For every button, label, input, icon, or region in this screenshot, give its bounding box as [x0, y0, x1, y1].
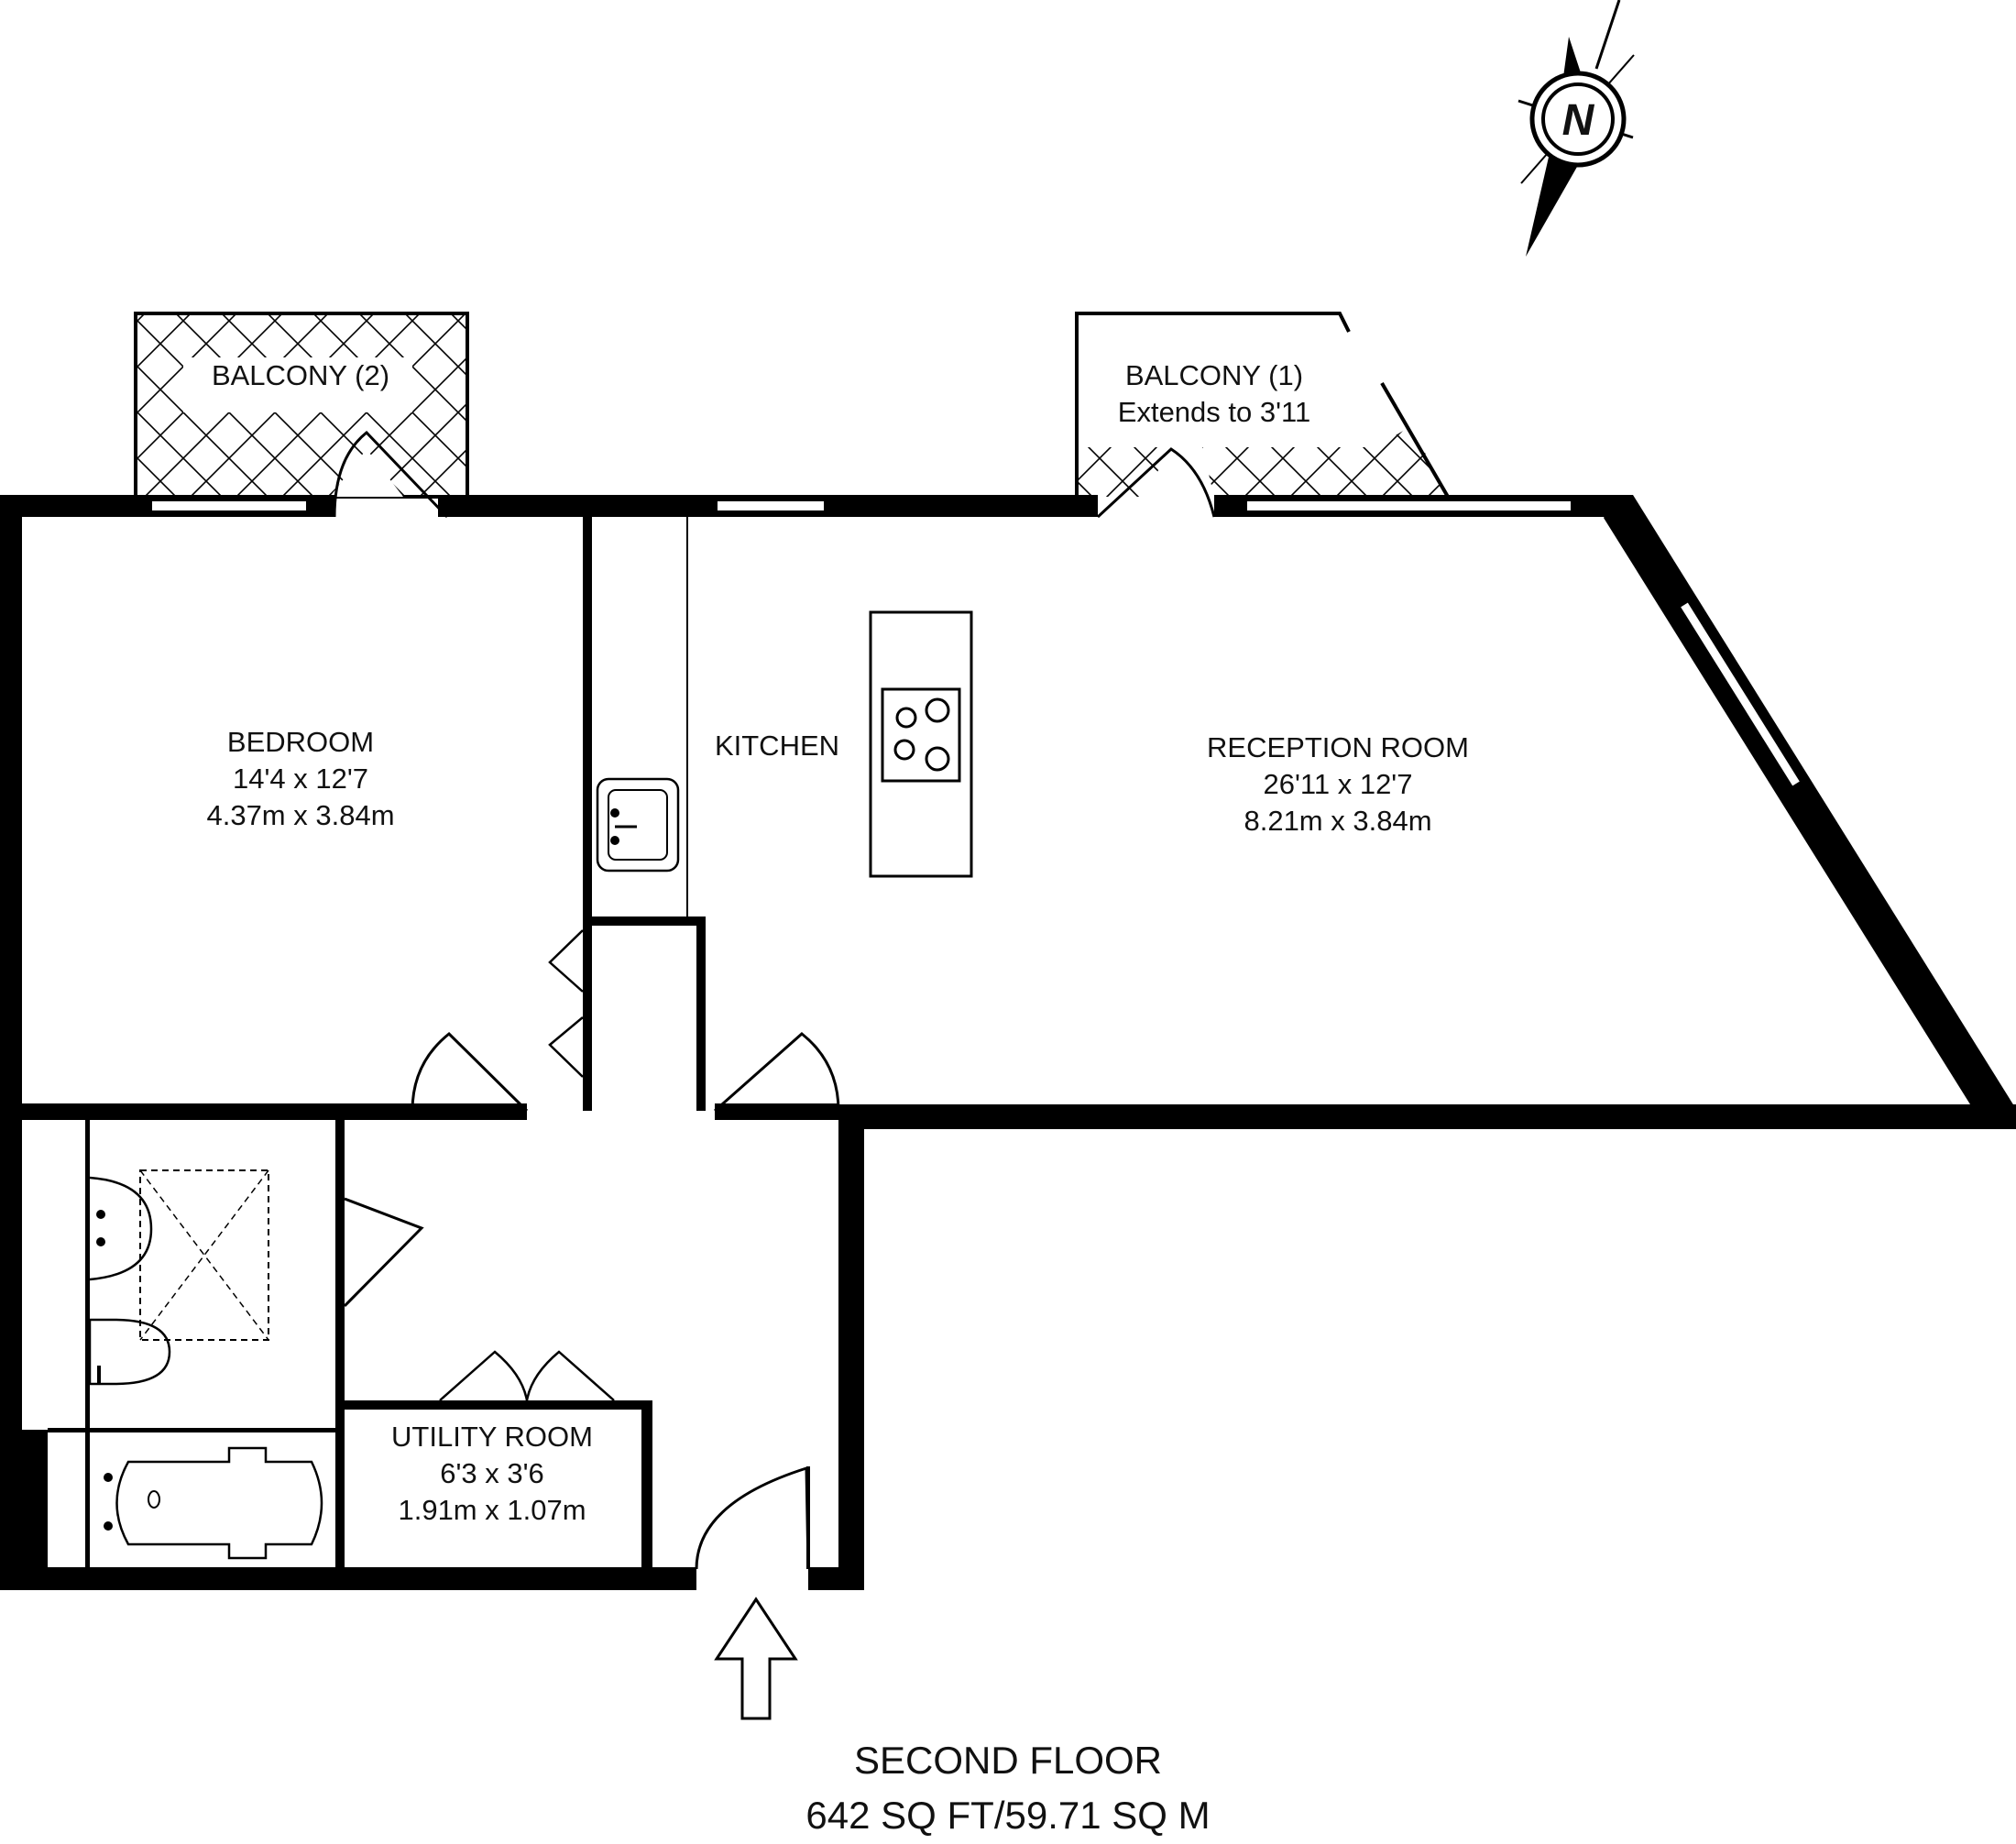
- bedroom-imperial: 14'4 x 12'7: [233, 763, 368, 795]
- balcony-1-label: BALCONY (1): [1125, 359, 1303, 391]
- compass-letter: N: [1562, 96, 1595, 145]
- balcony-1: [1075, 312, 1450, 499]
- utility-label: UTILITY ROOM: [391, 1421, 593, 1453]
- north-compass-icon: N: [1517, 0, 1635, 257]
- entrance-arrow: [714, 1597, 798, 1720]
- reception-label: RECEPTION ROOM: [1207, 731, 1469, 763]
- kitchen-label: KITCHEN: [715, 730, 839, 762]
- walls: [0, 495, 2016, 1590]
- bedroom-label: BEDROOM: [227, 726, 374, 758]
- balcony-1-note: Extends to 3'11: [1118, 396, 1310, 428]
- floor-area: 642 SQ FT/59.71 SQ M: [805, 1794, 1210, 1837]
- kitchen-counter: [596, 515, 688, 918]
- kitchen-island: [869, 610, 973, 878]
- bedroom-metric: 4.37m x 3.84m: [206, 799, 394, 831]
- reception-imperial: 26'11 x 12'7: [1264, 768, 1413, 800]
- doors: [333, 430, 1216, 1570]
- balcony-2: [134, 312, 469, 499]
- bathroom-fixtures: [88, 1169, 323, 1560]
- utility-metric: 1.91m x 1.07m: [398, 1494, 586, 1526]
- floor-name: SECOND FLOOR: [854, 1739, 1162, 1782]
- balcony-2-label: BALCONY (2): [212, 359, 389, 391]
- reception-metric: 8.21m x 3.84m: [1244, 805, 1431, 837]
- utility-imperial: 6'3 x 3'6: [440, 1457, 544, 1489]
